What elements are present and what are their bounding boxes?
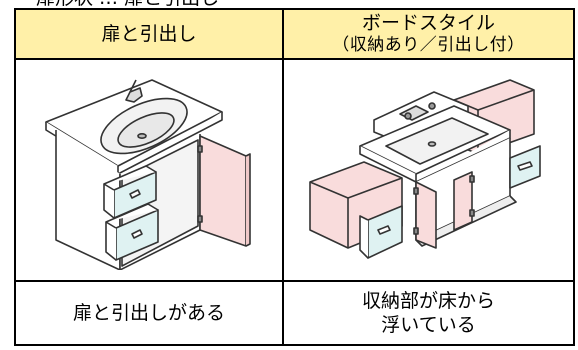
description-text-line2: 浮いている <box>381 314 476 336</box>
illustration-row <box>14 58 575 282</box>
header-sublabel: （収納あり／引出し付） <box>332 35 525 55</box>
header-label: 扉と引出し <box>101 23 197 45</box>
illustration-cell-door-drawer <box>14 58 284 282</box>
description-cell-board-style: 収納部が床から 浮いている <box>282 280 575 346</box>
page-caption: 扉形状 … 扉と引出し <box>36 0 219 8</box>
description-cell-door-drawer: 扉と引出しがある <box>14 280 284 346</box>
header-cell-door-drawer: 扉と引出し <box>14 8 284 60</box>
header-row: 扉と引出し ボードスタイル （収納あり／引出し付） <box>14 8 575 60</box>
header-cell-board-style: ボードスタイル （収納あり／引出し付） <box>282 8 575 60</box>
description-row: 扉と引出しがある 収納部が床から 浮いている <box>14 280 575 346</box>
illustration-cell-board-style <box>282 58 575 282</box>
comparison-table: 扉と引出し ボードスタイル （収納あり／引出し付） <box>14 8 575 346</box>
floating-board-style-vanity-icon <box>308 79 541 259</box>
vanity-cabinet-with-drawers-and-door-icon <box>45 79 251 270</box>
header-label: ボードスタイル <box>361 12 495 34</box>
description-text: 扉と引出しがある <box>72 302 225 324</box>
description-text: 収納部が床から <box>361 290 495 312</box>
